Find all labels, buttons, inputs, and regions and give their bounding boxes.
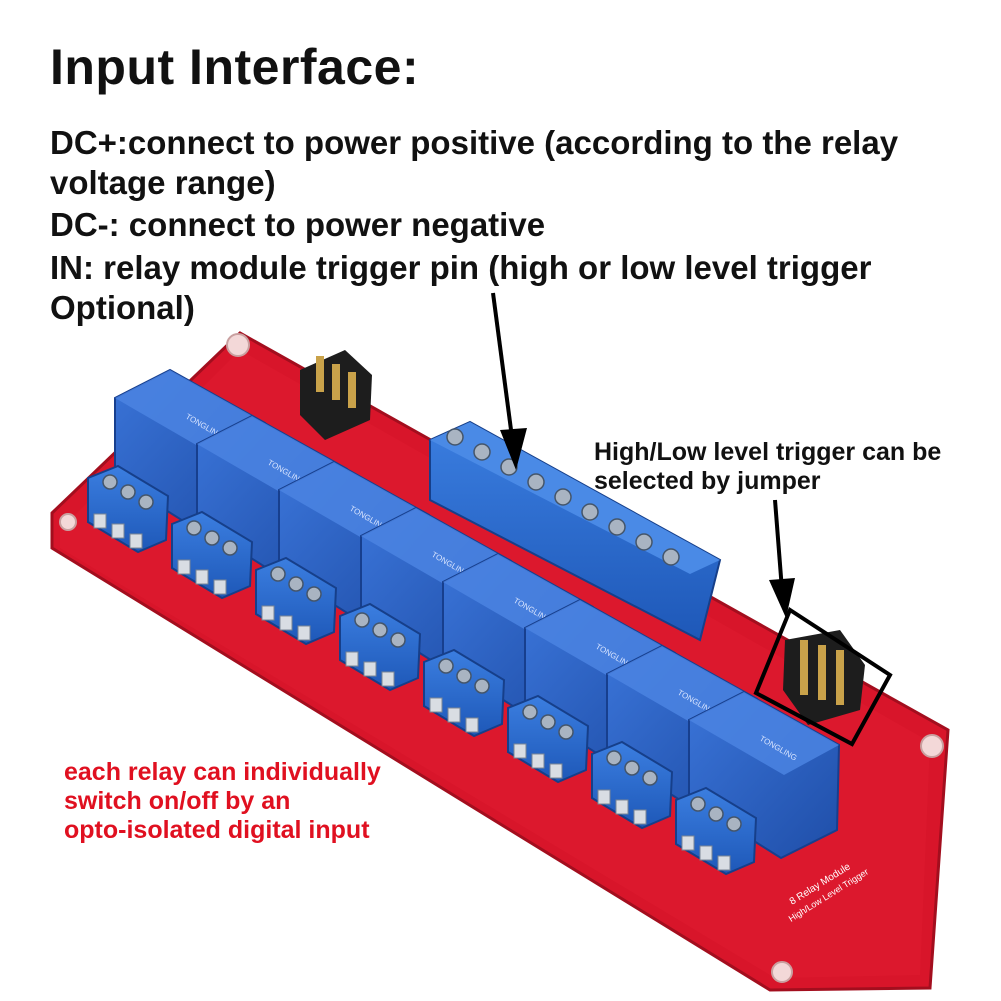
input-screw: [473, 443, 491, 461]
output-terminals: [87, 464, 758, 876]
top-jumper-header: [300, 350, 372, 440]
input-screw: [662, 548, 680, 566]
jumper-note-line-2: selected by jumper: [594, 467, 821, 495]
screw-terminal: [507, 694, 590, 784]
in-line-1: IN: relay module trigger pin (high or lo…: [50, 249, 872, 286]
input-terminal-block: [429, 420, 722, 642]
screw-terminal: [591, 740, 674, 830]
relay-note-line-1: each relay can individually: [64, 758, 381, 786]
arrow-to-input-pin: [491, 292, 527, 470]
jumper-note-line-1: High/Low level trigger can be: [594, 438, 942, 466]
input-screw: [554, 488, 572, 506]
arrow-to-jumper: [769, 499, 795, 618]
input-screw: [635, 533, 653, 551]
screw-terminal: [171, 510, 254, 600]
screw-terminal: [87, 464, 170, 554]
screw-terminal: [339, 602, 422, 692]
input-screw: [527, 473, 545, 491]
screw-terminal: [423, 648, 506, 738]
dc-minus-line: DC-: connect to power negative: [50, 206, 546, 243]
in-line-2: Optional): [50, 289, 195, 326]
relay-note-line-2: switch on/off by an: [64, 787, 291, 815]
input-screw: [446, 428, 464, 446]
input-screw: [500, 458, 518, 476]
page-title: Input Interface:: [50, 39, 420, 95]
jumper-highlight-box: [753, 607, 893, 747]
relay-note: each relay can individually switch on/of…: [64, 758, 381, 845]
input-screw: [608, 518, 626, 536]
input-screw: [581, 503, 599, 521]
dc-plus-line-2: voltage range): [50, 164, 276, 201]
dc-plus-line-1: DC+:connect to power positive (according…: [50, 124, 899, 161]
screw-terminal: [255, 556, 338, 646]
screw-terminal: [675, 786, 758, 876]
right-jumper-header: [783, 630, 865, 725]
relay-note-line-3: opto-isolated digital input: [64, 816, 370, 844]
